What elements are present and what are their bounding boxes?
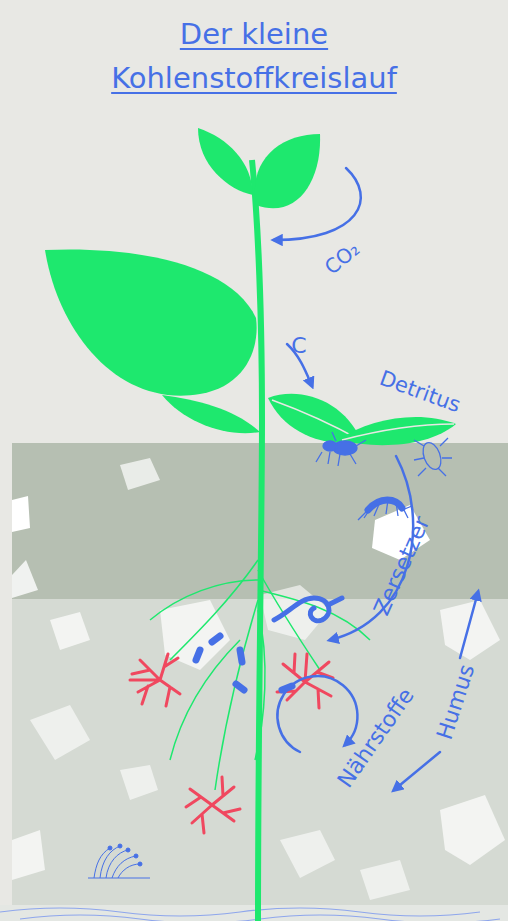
bacterium — [196, 650, 200, 660]
mycorrhiza-cluster — [277, 654, 333, 708]
hyphae — [130, 654, 180, 706]
spore — [138, 862, 142, 866]
leaf-vein — [272, 400, 360, 440]
fungus-base — [88, 878, 150, 879]
humus-arrow-up — [460, 592, 478, 658]
woodlouse-legs — [358, 500, 412, 520]
hyphae — [186, 777, 240, 833]
leaf-vein — [342, 424, 454, 440]
hyphae — [277, 654, 333, 708]
spore — [126, 848, 130, 852]
flow-arrows — [274, 168, 478, 790]
root — [170, 640, 240, 760]
spiral — [274, 598, 329, 621]
leaf — [198, 128, 253, 195]
root — [150, 580, 258, 620]
mite-legs — [316, 432, 366, 466]
stone — [120, 458, 160, 490]
root — [215, 600, 258, 790]
stone — [30, 705, 90, 760]
co2-arrow — [274, 168, 361, 240]
water-lines — [0, 908, 500, 921]
bacterium — [212, 636, 220, 642]
mite — [323, 441, 337, 451]
mycorrhiza-cluster — [186, 777, 240, 833]
bacterium — [236, 684, 244, 690]
leaf — [162, 395, 260, 433]
spiral-tail — [330, 598, 342, 604]
stone — [12, 830, 45, 880]
fungus — [88, 844, 150, 878]
spiral-organism — [274, 598, 342, 621]
stone — [50, 612, 90, 650]
mycorrhiza-cluster — [130, 654, 180, 706]
bacteria — [196, 636, 292, 690]
plant-stem — [252, 160, 262, 921]
humus-arrow-down — [394, 752, 440, 790]
stone — [12, 560, 38, 598]
nutrient-cycle-arrow — [277, 676, 357, 752]
fallen-leaf — [338, 417, 456, 445]
stone — [120, 765, 158, 800]
leaf — [45, 249, 257, 395]
fungus-hyphae — [94, 846, 140, 878]
bacterium — [240, 650, 242, 662]
spore — [108, 846, 112, 850]
stone — [280, 830, 335, 878]
stone — [360, 860, 410, 900]
carbon-label: C — [291, 335, 306, 357]
beetle-legs — [414, 438, 452, 476]
diagram-title: Der kleine Kohlenstoffkreislauf — [84, 12, 424, 100]
stone — [440, 795, 505, 865]
stone — [440, 600, 500, 660]
leaf — [255, 134, 320, 208]
decomposers — [316, 432, 452, 520]
spore — [118, 844, 122, 848]
plant — [45, 128, 320, 921]
water-layer — [0, 905, 508, 921]
stone — [12, 496, 30, 532]
detritus-label: Detritus — [377, 368, 463, 417]
mycorrhiza — [130, 654, 333, 833]
spore — [134, 854, 138, 858]
co2-label: CO₂ — [321, 238, 363, 278]
